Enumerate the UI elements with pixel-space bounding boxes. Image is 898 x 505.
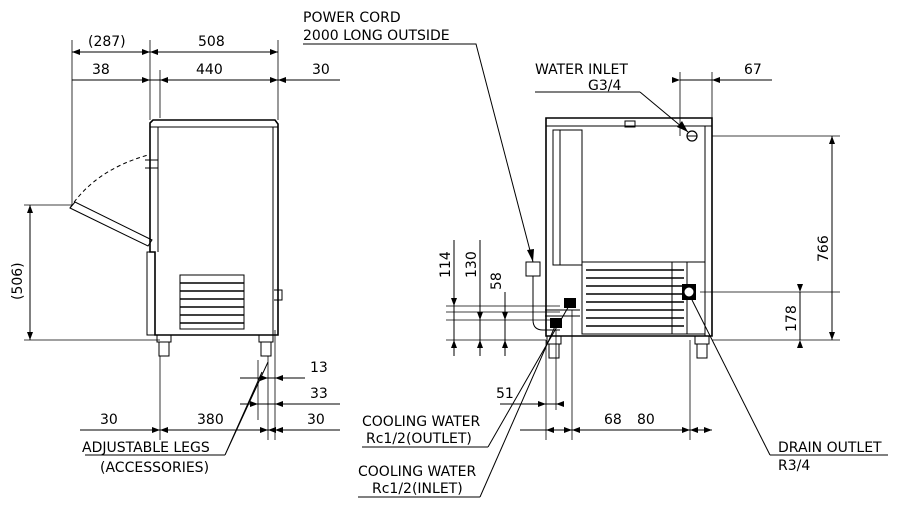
rear-left-leg <box>546 336 562 359</box>
drain-fitting <box>682 284 696 300</box>
side-vent-grille <box>179 274 245 330</box>
cooling-outlet-leader <box>487 303 571 448</box>
cooling-water-fittings <box>545 298 580 328</box>
side-arrowheads <box>27 49 286 433</box>
label-cooling-outlet: COOLING WATER <box>362 414 480 430</box>
dim-total-depth: 508 <box>198 34 225 50</box>
open-door <box>69 201 153 247</box>
drain-outlet-leader <box>691 299 771 456</box>
legs-leader <box>224 361 269 456</box>
rear-arrowheads <box>451 77 835 433</box>
rear-dimension-lines <box>453 79 833 431</box>
condenser-grille <box>581 261 688 335</box>
label-water-inlet: WATER INLET <box>535 62 628 78</box>
side-vent-slats <box>180 282 244 324</box>
dim-leg-33: 33 <box>310 386 328 402</box>
dim-front-offset: 38 <box>92 62 110 78</box>
side-cabinet-outline <box>149 119 279 336</box>
side-rear-connector <box>274 289 283 301</box>
label-drain-outlet-size: R3/4 <box>778 458 810 474</box>
label-cooling-inlet-size: Rc1/2(INLET) <box>372 481 463 497</box>
dim-inlet-offset: 67 <box>744 62 762 78</box>
side-front-leg <box>156 335 172 357</box>
dim-leg-right: 30 <box>307 412 325 428</box>
label-water-inlet-size: G3/4 <box>588 78 621 94</box>
dim-h-130: 130 <box>464 251 480 278</box>
dim-w-80: 80 <box>637 412 655 428</box>
label-power-cord: POWER CORD <box>303 10 401 26</box>
side-rear-leg <box>258 335 274 357</box>
label-cooling-outlet-size: Rc1/2(OUTLET) <box>366 431 472 447</box>
dim-door-swing: (287) <box>88 34 126 50</box>
rear-duct <box>552 129 583 266</box>
label-accessories: (ACCESSORIES) <box>100 460 209 476</box>
rear-top-tab <box>624 120 636 128</box>
label-cooling-inlet: COOLING WATER <box>358 464 476 480</box>
dim-rear-offset: 30 <box>312 62 330 78</box>
power-cord-arrow <box>527 249 534 262</box>
rear-extension-lines <box>446 72 840 440</box>
side-view: (287) 508 38 440 30 (506) 13 33 30 380 3… <box>10 34 340 476</box>
dim-leg-left: 30 <box>100 412 118 428</box>
water-inlet-fitting <box>686 130 698 142</box>
dim-leg-span: 380 <box>197 412 224 428</box>
rear-view: 67 766 178 114 130 58 51 68 80 POWER COR… <box>303 10 888 498</box>
dim-h-58: 58 <box>489 272 505 290</box>
dim-door-height: (506) <box>10 262 26 300</box>
door-hinge <box>145 159 158 169</box>
dim-w-51: 51 <box>496 386 514 402</box>
dim-drain-height: 178 <box>784 305 800 332</box>
dim-h-114: 114 <box>438 251 454 278</box>
rear-machine-panel <box>671 261 706 335</box>
water-inlet-arrow <box>677 121 688 132</box>
power-cord-leader <box>460 43 534 263</box>
label-power-cord-length: 2000 LONG OUTSIDE <box>303 28 450 44</box>
side-dimension-lines <box>29 51 340 431</box>
dim-total-height: 766 <box>816 235 832 262</box>
side-front-lower-panel <box>146 251 156 336</box>
label-adjustable-legs: ADJUSTABLE LEGS <box>82 440 210 456</box>
dim-body-depth: 440 <box>196 62 223 78</box>
condenser-slats <box>586 269 684 327</box>
label-drain-outlet: DRAIN OUTLET <box>778 440 882 456</box>
cooling-inlet-leader <box>479 323 557 498</box>
dim-w-68: 68 <box>604 412 622 428</box>
dim-leg-13: 13 <box>310 360 328 376</box>
door-swing-arc <box>69 154 149 209</box>
rear-right-leg <box>694 336 710 359</box>
